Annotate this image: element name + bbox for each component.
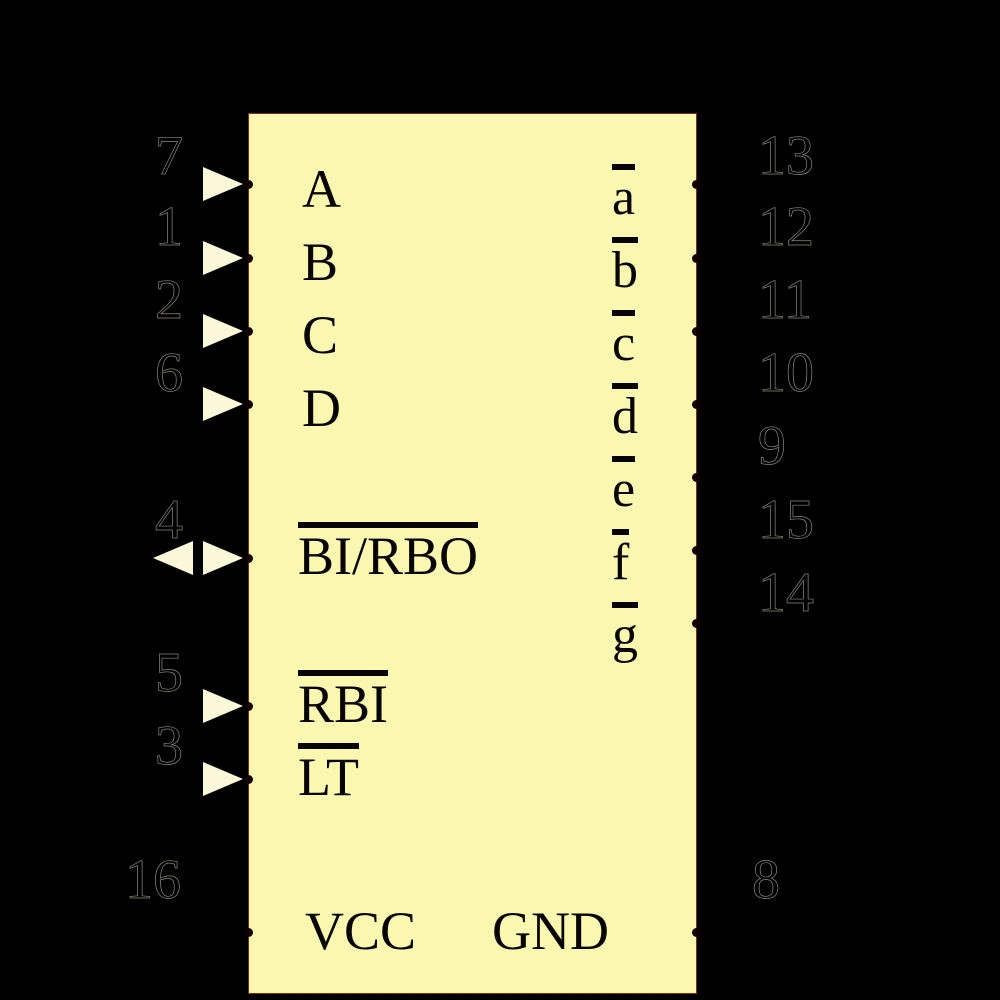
pin-label-out-e: e bbox=[612, 456, 636, 516]
pin-dot-c bbox=[244, 327, 253, 336]
pin-dot-a bbox=[244, 180, 253, 189]
pin-number-left-4: 4 bbox=[155, 489, 184, 551]
pin-dot-lt bbox=[244, 775, 253, 784]
bidirectional-arrow-icon-right bbox=[203, 541, 243, 575]
pin-label-b: B bbox=[302, 232, 339, 292]
pin-label-out-e-wrap: e bbox=[612, 456, 636, 516]
pin-dot-b bbox=[244, 254, 253, 263]
pin-label-out-d: d bbox=[612, 383, 638, 443]
pin-label-rbo: RBO bbox=[367, 522, 479, 584]
pin-label-lt: LT bbox=[298, 743, 360, 805]
pin-label-slash: / bbox=[352, 522, 368, 584]
input-triangle-icon-a bbox=[203, 167, 243, 201]
pin-label-c: C bbox=[302, 305, 339, 365]
pin-label-out-c-wrap: c bbox=[612, 310, 636, 370]
pin-label-out-f-wrap: f bbox=[612, 529, 630, 589]
pin-number-left-2: 2 bbox=[155, 269, 184, 331]
pin-number-right-2: 11 bbox=[758, 269, 813, 331]
input-triangle-icon-c bbox=[203, 314, 243, 348]
pin-number-left-6: 3 bbox=[155, 715, 184, 777]
pin-label-lt-wrap: LT bbox=[298, 743, 360, 805]
pin-label-vcc: VCC bbox=[305, 901, 417, 961]
pin-label-out-a: a bbox=[612, 164, 636, 224]
pin-label-out-f: f bbox=[612, 529, 630, 589]
pin-dot-out-d bbox=[692, 400, 701, 409]
pin-number-right-6: 14 bbox=[758, 562, 815, 624]
pin-dot-out-b bbox=[692, 254, 701, 263]
pin-number-right-5: 15 bbox=[758, 489, 815, 551]
pin-dot-vcc bbox=[244, 928, 253, 937]
pin-number-left-1: 1 bbox=[155, 196, 184, 258]
pin-label-out-b-wrap: b bbox=[612, 237, 638, 297]
pin-label-out-d-wrap: d bbox=[612, 383, 638, 443]
pin-dot-out-e bbox=[692, 473, 701, 482]
pin-label-d: D bbox=[302, 378, 341, 438]
pin-number-left-5: 5 bbox=[155, 642, 184, 704]
pin-number-vcc: 16 bbox=[125, 849, 182, 911]
pin-label-out-a-wrap: a bbox=[612, 164, 636, 224]
pin-label-rbi-wrap: RBI bbox=[298, 670, 389, 732]
pin-label-out-g-wrap: g bbox=[612, 602, 638, 662]
pin-label-out-b: b bbox=[612, 237, 638, 297]
input-triangle-icon-b bbox=[203, 241, 243, 275]
pin-label-a: A bbox=[302, 159, 341, 219]
pin-dot-out-f bbox=[692, 546, 701, 555]
chip-body-rectangle[interactable] bbox=[248, 113, 697, 994]
pin-number-left-3: 6 bbox=[155, 342, 184, 404]
pin-dot-bi-rbo bbox=[244, 554, 253, 563]
pin-dot-out-a bbox=[692, 180, 701, 189]
pin-label-rbi: RBI bbox=[298, 670, 389, 732]
pin-number-left-0: 7 bbox=[155, 125, 184, 187]
input-triangle-icon-lt bbox=[203, 762, 243, 796]
pin-number-right-0: 13 bbox=[758, 125, 815, 187]
pin-dot-out-c bbox=[692, 327, 701, 336]
bidirectional-arrow-icon-left bbox=[153, 541, 193, 575]
pin-label-out-g: g bbox=[612, 602, 638, 662]
pin-label-bi-rbo: BI/RBO bbox=[298, 522, 479, 584]
pin-number-right-3: 10 bbox=[758, 342, 815, 404]
input-triangle-icon-d bbox=[203, 387, 243, 421]
pin-label-bi: BI bbox=[298, 522, 352, 584]
input-triangle-icon-rbi bbox=[203, 689, 243, 723]
pin-dot-d bbox=[244, 400, 253, 409]
pin-label-gnd: GND bbox=[492, 901, 609, 961]
pin-number-right-1: 12 bbox=[758, 196, 815, 258]
pin-number-right-4: 9 bbox=[758, 415, 787, 477]
pin-number-gnd: 8 bbox=[752, 849, 781, 911]
pin-label-out-c: c bbox=[612, 310, 636, 370]
pin-dot-rbi bbox=[244, 702, 253, 711]
pin-dot-out-g bbox=[692, 619, 701, 628]
pin-dot-gnd bbox=[692, 928, 701, 937]
